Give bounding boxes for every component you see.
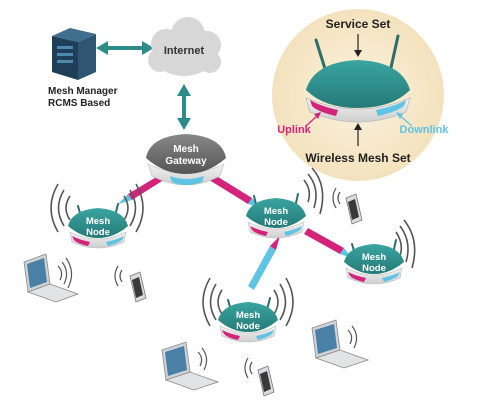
mesh-gateway: Mesh Gateway: [146, 134, 226, 186]
service-set-label: Service Set: [326, 17, 391, 31]
node-label-1: Mesh: [264, 206, 288, 217]
node-label-2: Node: [362, 263, 386, 274]
mesh-node-right: Mesh Node: [344, 219, 416, 285]
laptop-icon: [161, 341, 220, 391]
phone-icon: [114, 265, 147, 303]
wifi-signal-icon: [303, 167, 324, 215]
legend-panel: Service Set Uplink Downlink Wireless Mes…: [272, 9, 449, 181]
rcms-based-label: RCMS Based: [48, 98, 110, 109]
legend-mesh-node-icon: [305, 34, 411, 123]
wifi-signal-icon: [202, 277, 294, 327]
node-label-1: Mesh: [86, 216, 110, 227]
laptop-icon: [311, 319, 370, 369]
node-label-2: Node: [264, 217, 288, 228]
gateway-label-2: Gateway: [165, 156, 207, 167]
server-internet-arrow: [96, 41, 154, 55]
wifi-signal-icon: [50, 183, 144, 233]
internet-gateway-arrow: [177, 84, 191, 130]
laptop-icon: [23, 253, 80, 303]
node-label-1: Mesh: [362, 252, 386, 263]
mesh-links: [118, 170, 352, 290]
mesh-node-left: Mesh Node: [50, 183, 144, 249]
phone-icon: [244, 357, 275, 397]
mesh-node-center: Mesh Node: [246, 167, 324, 239]
node-label-2: Node: [236, 321, 260, 332]
node-label-1: Mesh: [236, 310, 260, 321]
wireless-mesh-set-label: Wireless Mesh Set: [305, 151, 410, 165]
gateway-label-1: Mesh: [173, 144, 199, 155]
internet-cloud-icon: [148, 17, 221, 76]
node-label-2: Node: [86, 227, 110, 238]
phone-icon: [332, 187, 363, 225]
wifi-signal-icon: [395, 219, 416, 269]
mesh-manager-server-icon: [52, 28, 96, 80]
downlink-label: Downlink: [400, 124, 450, 136]
mesh-manager-label: Mesh Manager: [48, 86, 118, 97]
internet-label: Internet: [164, 45, 205, 57]
mesh-node-bottom: Mesh Node: [202, 277, 294, 343]
uplink-label: Uplink: [277, 124, 311, 136]
